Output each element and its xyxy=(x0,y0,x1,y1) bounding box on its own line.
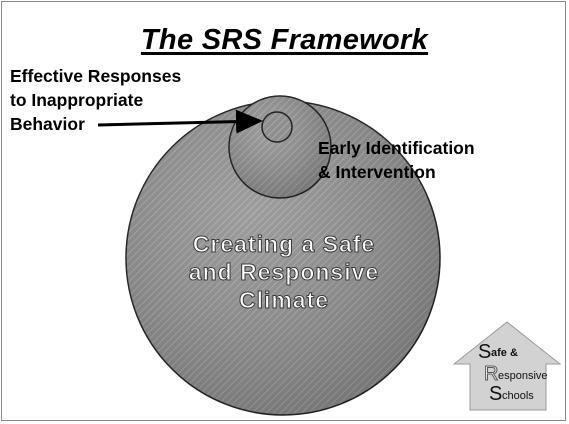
house-arrow-icon xyxy=(452,321,562,411)
pointer-arrow xyxy=(97,109,263,134)
effective-responses-circle xyxy=(261,111,293,143)
logo-letter-s1: S xyxy=(478,341,492,363)
srs-logo: S afe & R esponsive S chools xyxy=(452,320,562,412)
effective-responses-label: Effective Responses to Inappropriate Beh… xyxy=(10,66,182,134)
climate-label: Creating a Safe and Responsive Climate xyxy=(188,231,380,314)
logo-letter-s2: S xyxy=(489,383,503,405)
slide-title: The SRS Framework xyxy=(140,24,429,56)
logo-letter-r: R xyxy=(483,363,499,385)
logo-word-responsive: esponsive xyxy=(498,370,548,382)
early-identification-label: Early Identification & Intervention xyxy=(318,138,475,182)
logo-word-safe: afe & xyxy=(491,347,518,359)
logo-word-schools: chools xyxy=(502,390,534,402)
